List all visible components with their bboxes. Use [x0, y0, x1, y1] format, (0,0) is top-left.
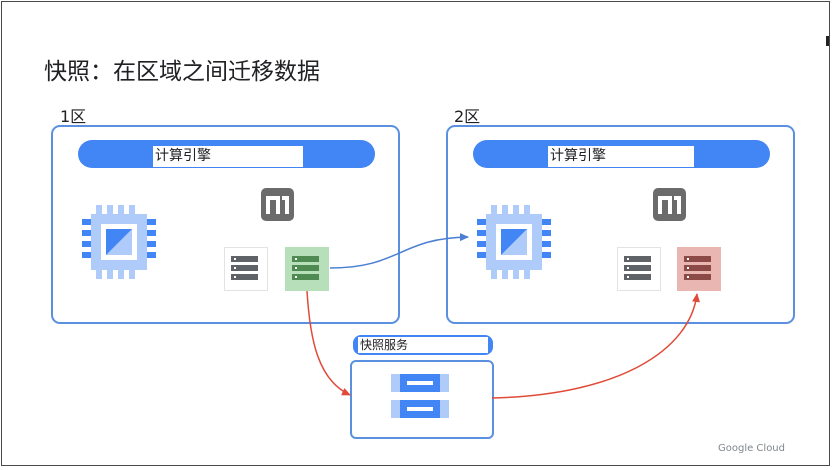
page-title: 快照：在区域之间迁移数据 [44, 59, 320, 85]
compute-engine-pill: 计算引擎 [78, 140, 375, 168]
server-stack-icon [391, 374, 449, 418]
compute-engine-label: 计算引擎 [153, 146, 303, 167]
persistent-disk-icon [231, 256, 258, 280]
migrate-arrow [329, 233, 469, 269]
cpu-chip-icon [82, 205, 156, 279]
compute-engine-label: 计算引擎 [548, 146, 694, 167]
snapshot-service-box [350, 360, 494, 439]
memory-m1-icon [653, 188, 686, 221]
snapshot-service-label: 快照服务 [358, 337, 488, 353]
zone-1-label: 1区 [60, 107, 87, 126]
snapshot-arrow [306, 290, 351, 396]
restored-disk-icon [684, 256, 711, 280]
corner-mark [826, 36, 829, 46]
google-cloud-brand: Google Cloud [717, 443, 785, 454]
restore-arrow [491, 293, 700, 399]
snapshot-service-pill: 快照服务 [353, 335, 493, 355]
zone-2-label: 2区 [454, 107, 481, 126]
source-disk-icon [292, 256, 319, 280]
cpu-chip-icon [477, 205, 551, 279]
memory-m1-icon [261, 188, 294, 221]
persistent-disk-icon [624, 256, 651, 280]
compute-engine-pill: 计算引擎 [473, 140, 770, 168]
